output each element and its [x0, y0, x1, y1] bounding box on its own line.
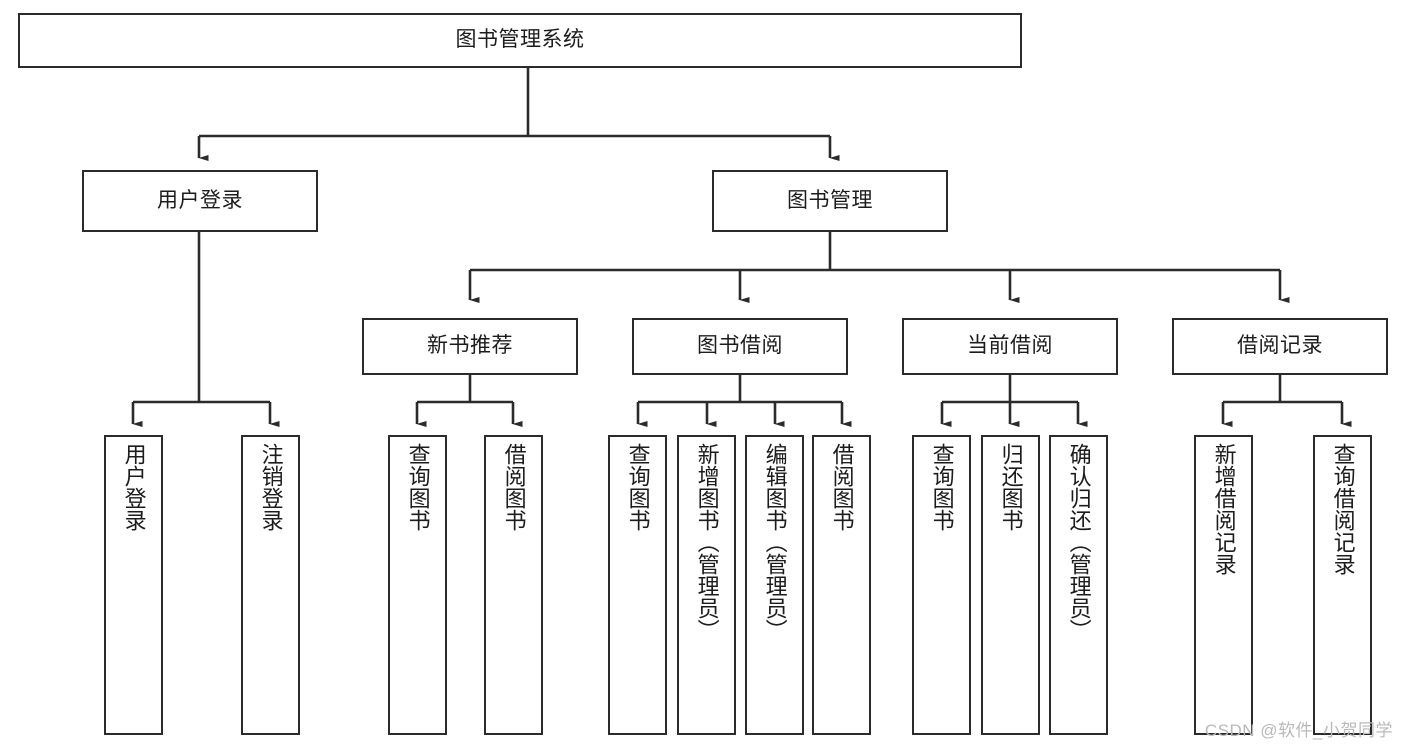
- node-label-new-book-recommend: 新书推荐: [427, 334, 513, 358]
- leaf-user-login-logout[interactable]: 注销登录: [241, 435, 300, 735]
- node-new-book-recommend[interactable]: 新书推荐: [362, 318, 578, 375]
- csdn-watermark: CSDN @软件_小贺同学: [1204, 721, 1393, 740]
- node-label-book-borrow: 图书借阅: [697, 334, 783, 358]
- leaf-book-borrow-borrow[interactable]: 借阅图书: [812, 435, 871, 735]
- node-book-management-system[interactable]: 图书管理系统: [18, 13, 1022, 68]
- node-label-root: 图书管理系统: [455, 28, 585, 52]
- leaf-label-current-borrow-1: 归还图书: [998, 443, 1024, 531]
- leaf-current-borrow-return[interactable]: 归还图书: [981, 435, 1040, 735]
- leaf-new-book-borrow[interactable]: 借阅图书: [484, 435, 543, 735]
- leaf-label-current-borrow-2: 确认归还（管理员）: [1066, 443, 1092, 641]
- node-borrow-record[interactable]: 借阅记录: [1172, 318, 1388, 375]
- node-book-borrow[interactable]: 图书借阅: [632, 318, 848, 375]
- node-label-book-management: 图书管理: [787, 188, 873, 212]
- node-label-borrow-record: 借阅记录: [1237, 334, 1323, 358]
- leaf-label-new-book-0: 查询图书: [405, 443, 431, 531]
- node-user-login[interactable]: 用户登录: [82, 170, 318, 232]
- node-label-current-borrow: 当前借阅: [967, 334, 1053, 358]
- node-book-management[interactable]: 图书管理: [712, 170, 948, 232]
- leaf-user-login-login[interactable]: 用户登录: [104, 435, 163, 735]
- leaf-label-book-borrow-1: 新增图书（管理员）: [694, 443, 720, 641]
- leaf-label-current-borrow-0: 查询图书: [929, 443, 955, 531]
- leaf-label-book-borrow-3: 借阅图书: [829, 443, 855, 531]
- leaf-new-book-query[interactable]: 查询图书: [388, 435, 447, 735]
- leaf-book-borrow-query[interactable]: 查询图书: [608, 435, 667, 735]
- leaf-borrow-record-add[interactable]: 新增借阅记录: [1194, 435, 1253, 735]
- leaf-current-borrow-confirm-return[interactable]: 确认归还（管理员）: [1049, 435, 1108, 735]
- leaf-book-borrow-add[interactable]: 新增图书（管理员）: [677, 435, 736, 735]
- leaf-label-user-login-1: 注销登录: [258, 443, 284, 531]
- leaf-label-book-borrow-2: 编辑图书（管理员）: [762, 443, 788, 641]
- leaf-book-borrow-edit[interactable]: 编辑图书（管理员）: [745, 435, 804, 735]
- leaf-label-borrow-record-1: 查询借阅记录: [1330, 443, 1356, 575]
- leaf-borrow-record-query[interactable]: 查询借阅记录: [1313, 435, 1372, 735]
- leaf-current-borrow-query[interactable]: 查询图书: [912, 435, 971, 735]
- node-label-user-login: 用户登录: [157, 188, 243, 212]
- leaf-label-book-borrow-0: 查询图书: [625, 443, 651, 531]
- node-current-borrow[interactable]: 当前借阅: [902, 318, 1118, 375]
- leaf-label-new-book-1: 借阅图书: [501, 443, 527, 531]
- leaf-label-borrow-record-0: 新增借阅记录: [1211, 443, 1237, 575]
- leaf-label-user-login-0: 用户登录: [121, 443, 147, 531]
